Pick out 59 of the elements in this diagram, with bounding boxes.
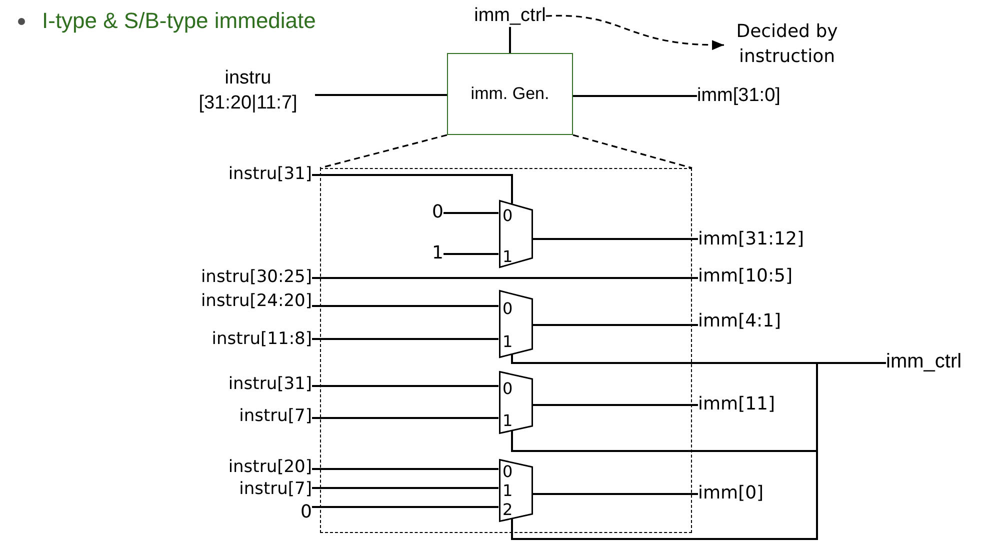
signal-label: imm[31:0] xyxy=(697,85,780,107)
wire xyxy=(532,493,698,495)
port-number: 2 xyxy=(502,502,513,518)
signal-label: instru[30:25] xyxy=(200,268,312,288)
wire xyxy=(312,305,498,307)
signal-label: imm[10:5] xyxy=(698,266,793,288)
wire xyxy=(312,506,498,508)
wire xyxy=(532,404,698,406)
signal-label: imm_ctrl xyxy=(886,350,962,374)
signal-label: instru [31:20|11:7] xyxy=(181,66,315,116)
port-number: 0 xyxy=(502,208,513,224)
multiplexer xyxy=(498,200,532,268)
wire xyxy=(444,253,498,255)
port-number: 1 xyxy=(502,412,513,428)
wire xyxy=(312,385,498,387)
wire xyxy=(312,174,513,204)
port-number: 1 xyxy=(502,248,513,264)
signal-label: instru[7] xyxy=(239,480,312,500)
port-number: 0 xyxy=(502,380,513,396)
signal-label: imm[0] xyxy=(698,484,764,504)
signal-label: instru[20] xyxy=(228,458,312,478)
process-box: imm. Gen. xyxy=(447,53,573,135)
detail-outline xyxy=(320,168,692,533)
constant-value: 1 xyxy=(432,243,444,264)
wire xyxy=(444,212,498,214)
wire xyxy=(312,277,698,279)
port-number: 0 xyxy=(502,464,513,480)
slide-title: I-type & S/B-type immediate xyxy=(42,8,316,34)
wire xyxy=(573,95,697,97)
constant-value: 0 xyxy=(300,502,312,524)
signal-label: imm[31:12] xyxy=(698,230,804,250)
multiplexer xyxy=(498,290,532,358)
dashed-arrow xyxy=(546,14,724,50)
wire xyxy=(532,238,698,240)
wire xyxy=(315,94,447,96)
signal-label: imm_ctrl xyxy=(474,5,546,27)
port-number: 1 xyxy=(502,334,513,350)
signal-label: instru[7] xyxy=(239,407,312,427)
wire xyxy=(509,26,511,53)
wire xyxy=(532,324,698,326)
signal-label: instru[31] xyxy=(228,375,312,395)
signal-label: imm[11] xyxy=(698,394,776,416)
port-number: 1 xyxy=(502,482,513,498)
zoom-line xyxy=(572,134,692,169)
multiplexer xyxy=(498,458,532,522)
signal-label: instru[11:8] xyxy=(212,330,312,350)
wire xyxy=(312,487,498,489)
note-text: Decided by instruction xyxy=(724,18,850,70)
zoom-line xyxy=(320,134,448,169)
wire xyxy=(312,417,498,419)
port-number: 0 xyxy=(502,300,513,316)
signal-label: imm[4:1] xyxy=(698,312,782,332)
wire xyxy=(312,468,498,470)
multiplexer xyxy=(498,370,532,434)
wire xyxy=(511,362,886,540)
wire xyxy=(312,338,498,340)
constant-value: 0 xyxy=(432,202,444,223)
signal-label: instru[24:20] xyxy=(200,292,312,312)
signal-label: instru[31] xyxy=(228,165,312,185)
